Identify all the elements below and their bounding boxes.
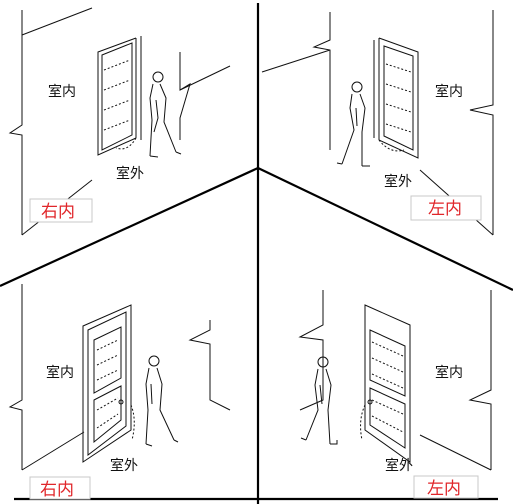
panel-top-right: 室内 室外 左内 (261, 10, 494, 236)
door-direction-tag: 左内 (427, 479, 461, 499)
wall-top-line (21, 7, 93, 36)
wall-right-break (179, 52, 191, 140)
door-frame (135, 36, 142, 140)
door-icon (97, 37, 137, 156)
door-frame (373, 38, 380, 140)
walking-person-icon (145, 355, 179, 447)
wall-right-break (188, 320, 231, 411)
indoor-label: 室内 (435, 364, 463, 381)
tag-box (410, 195, 482, 221)
left-diagonal-divider (0, 166, 259, 288)
walking-person-icon (300, 356, 338, 445)
door-icon (87, 311, 135, 457)
wall-right-edge (468, 290, 492, 470)
outdoor-label: 室外 (116, 165, 144, 182)
door-direction-tag: 右内 (41, 202, 75, 222)
outdoor-label: 室外 (384, 173, 412, 190)
walking-person-icon (149, 71, 182, 158)
walking-person-icon (336, 81, 370, 167)
indoor-label: 室内 (435, 83, 463, 100)
tag-box (413, 475, 479, 499)
panel-bottom-left: 室内 室外 右内 (8, 284, 231, 500)
wall-left-edge (8, 10, 23, 235)
door-icon (378, 37, 419, 159)
outdoor-label: 室外 (110, 457, 138, 474)
door-direction-tag: 右内 (40, 480, 74, 500)
tag-box (29, 476, 91, 500)
wall-mid-line (261, 49, 331, 73)
wall-left-edge (8, 284, 23, 470)
outdoor-label: 室外 (385, 457, 413, 474)
door-frame (82, 304, 132, 463)
indoor-label: 室内 (48, 83, 76, 100)
door-icon (360, 304, 411, 463)
panel-top-left: 室内 室外 右内 (8, 7, 231, 236)
right-diagonal-divider (257, 167, 513, 291)
wall-floor-line (21, 431, 85, 471)
wall-right-edge (469, 10, 494, 235)
wall-left-break (298, 290, 324, 411)
door-direction-tag: 左内 (428, 199, 462, 219)
indoor-label: 室内 (46, 364, 74, 381)
panel-bottom-right: 室内 室外 左内 (298, 290, 492, 499)
tag-box (29, 198, 93, 223)
wall-mid-line (179, 65, 231, 91)
wall-left-break (312, 12, 331, 150)
wall-floor-line (419, 434, 492, 471)
